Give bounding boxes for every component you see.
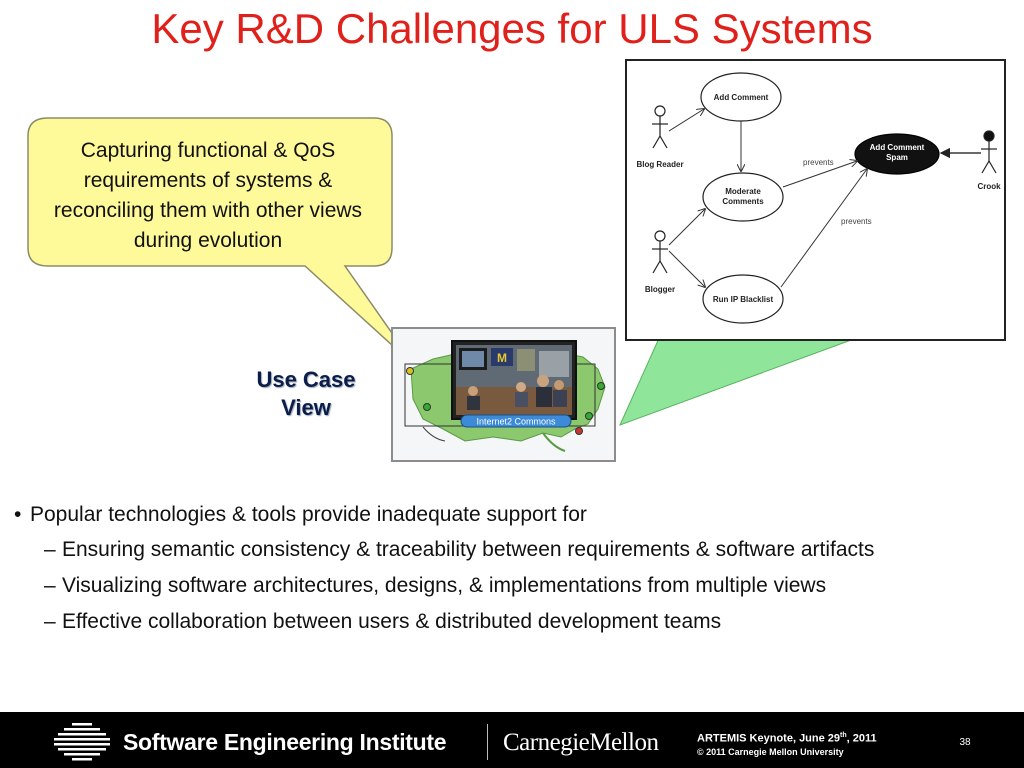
bullet-dash-icon: – [44, 538, 56, 561]
usecase-spam-label-2: Spam [886, 153, 908, 162]
bullet-sub-text-3: Effective collaboration between users & … [62, 610, 722, 633]
bullet-list: • Popular technologies & tools provide i… [14, 500, 1014, 643]
use-case-view-line1: Use Case [256, 367, 356, 392]
actor-blogger [652, 230, 668, 274]
footer-bar: Software Engineering Institute CarnegieM… [0, 712, 1024, 768]
bullet-main: • Popular technologies & tools provide i… [14, 500, 1014, 529]
uml-use-case-diagram: Blog Reader Blogger Crook Add Comment Mo… [636, 72, 1001, 324]
green-pointer [619, 335, 863, 426]
keynote-credit: ARTEMIS Keynote, June 29th, 2011 [697, 729, 877, 746]
sei-name: Software Engineering Institute [123, 729, 447, 755]
keynote-prefix: ARTEMIS Keynote, June 29 [697, 732, 841, 745]
cmu-name: CarnegieMellon [503, 729, 659, 756]
bullet-dash-icon: – [44, 574, 56, 597]
usecase-add-comment-spam [854, 133, 940, 175]
sei-globe-logo-icon [54, 723, 110, 761]
callout-text: Capturing functional & QoS requirements … [53, 139, 363, 252]
bullet-sub: – Ensuring semantic consistency & tracea… [14, 535, 1014, 564]
keynote-suffix: , 2011 [846, 732, 877, 745]
uml-associations [668, 109, 981, 287]
us-map-illustration: M Internet2 Commons [404, 340, 606, 452]
us-map-panel: M Internet2 Commons [391, 327, 616, 462]
usecase-run-ip-blacklist [702, 274, 784, 324]
bullet-sub: – Visualizing software architectures, de… [14, 571, 1014, 600]
relation-prevents-1: prevents [803, 158, 834, 167]
usecase-run-ip-blacklist-label: Run IP Blacklist [713, 295, 774, 304]
actor-crook [981, 130, 997, 174]
slide-title: Key R&D Challenges for ULS Systems [151, 5, 873, 52]
bullet-dash-icon: – [44, 610, 56, 633]
copyright: © 2011 Carnegie Mellon University [697, 747, 844, 757]
flag-letter: M [497, 351, 507, 365]
bullet-main-text: Popular technologies & tools provide ina… [30, 503, 587, 526]
bullet-sub-text-2: Visualizing software architectures, desi… [62, 574, 827, 597]
usecase-spam-label-1: Add Comment [870, 143, 925, 152]
footer-divider [487, 724, 488, 760]
bullet-dot-icon: • [14, 503, 22, 526]
use-case-view-line2: View [281, 395, 331, 420]
bullet-sub: – Effective collaboration between users … [14, 607, 1014, 636]
relation-prevents-2: prevents [841, 217, 872, 226]
map-node-icon [406, 367, 414, 375]
map-node-icon [597, 382, 605, 390]
actor-blog-reader [652, 105, 668, 149]
page-number: 38 [959, 737, 971, 748]
usecase-moderate-label-1: Moderate [725, 187, 761, 196]
map-node-icon [585, 412, 593, 420]
internet2-banner [460, 414, 572, 428]
actor-blogger-label: Blogger [645, 285, 675, 294]
use-case-view-label: Use Case View [236, 366, 376, 422]
usecase-add-comment-label: Add Comment [714, 93, 769, 102]
internet2-banner-text: Internet2 Commons [476, 417, 556, 427]
usecase-moderate-label-2: Comments [722, 197, 764, 206]
actor-blog-reader-label: Blog Reader [636, 160, 683, 169]
keynote-sup: th [840, 732, 847, 739]
usecase-moderate-comments [702, 172, 784, 222]
actor-crook-label: Crook [977, 182, 1001, 191]
uml-diagram-panel: Blog Reader Blogger Crook Add Comment Mo… [625, 59, 1006, 341]
bullet-sub-text-1: Ensuring semantic consistency & traceabi… [62, 538, 875, 561]
map-node-icon [423, 403, 431, 411]
map-node-icon [575, 427, 583, 435]
